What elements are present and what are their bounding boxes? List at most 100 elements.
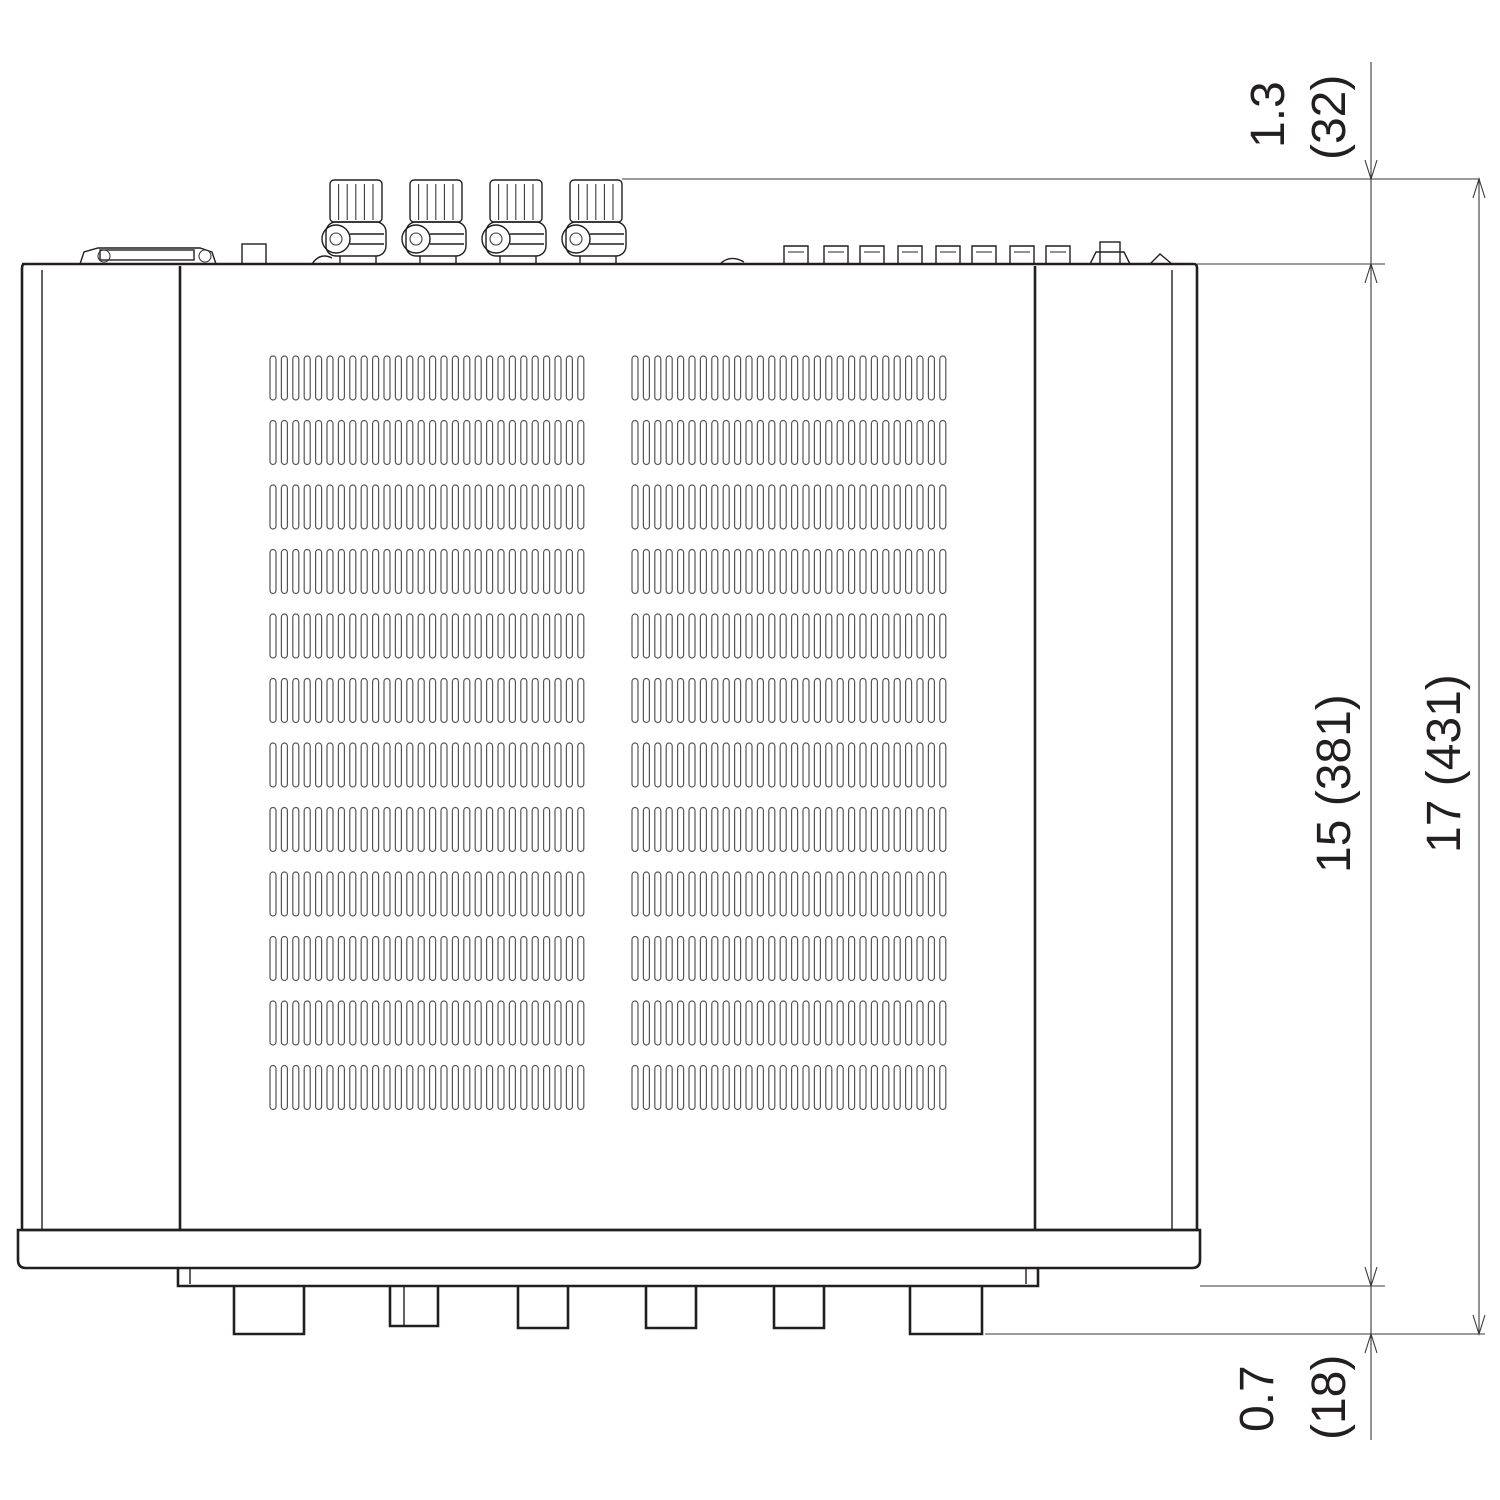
vent-slot [916, 806, 924, 853]
vent-slot [508, 355, 516, 401]
vent-slot [394, 871, 402, 917]
vent-slot [904, 677, 913, 724]
vent-slot [463, 742, 471, 788]
vent-slot [927, 548, 936, 595]
vent-slot [269, 484, 277, 530]
vent-slot [699, 935, 708, 982]
vent-slot [554, 677, 562, 724]
vent-slot [790, 677, 799, 724]
vent-slot [360, 1064, 368, 1111]
vent-slot [360, 935, 368, 982]
vent-slot [577, 677, 585, 724]
vent-slot [916, 742, 924, 788]
vent-slot [520, 935, 528, 982]
vent-slot [676, 548, 685, 595]
vent-slot [631, 677, 639, 724]
vent-slot [542, 871, 551, 917]
vent-slot [916, 355, 924, 401]
vent-slot [394, 548, 402, 595]
vent-slot [779, 419, 787, 466]
vent-slot [577, 548, 585, 595]
vent-slot [531, 742, 539, 788]
vent-slot [554, 1000, 562, 1046]
vent-slot [745, 677, 753, 724]
vent-slot [565, 355, 574, 401]
vent-slot [688, 419, 696, 466]
vent-slot [882, 935, 890, 982]
vent-slot [315, 419, 323, 466]
vent-slot [893, 548, 901, 595]
vent-slot [554, 1064, 562, 1111]
vent-slot [870, 419, 879, 466]
vent-slot [280, 484, 288, 530]
vent-slot [429, 677, 437, 724]
vent-slot [486, 1064, 494, 1111]
vent-slot [836, 484, 844, 530]
vent-slot [429, 1000, 437, 1046]
vent-slot [451, 355, 459, 401]
vent-slot [802, 871, 810, 917]
vent-slot [383, 484, 391, 530]
vent-slot [859, 871, 867, 917]
vent-slot [927, 742, 936, 788]
vent-slot [394, 613, 402, 659]
bottom-protrusion-mm-label: (18) [1303, 1355, 1356, 1440]
vent-slot [383, 806, 391, 853]
vent-slot [813, 871, 822, 917]
vent-slot [665, 613, 673, 659]
vent-slot [882, 806, 890, 853]
vent-slot [497, 419, 505, 466]
vent-slot [349, 1000, 357, 1046]
vent-slot [870, 484, 879, 530]
vent-slot [699, 548, 708, 595]
rear-jack [897, 245, 923, 264]
vent-slot [722, 871, 730, 917]
vent-slot [292, 419, 300, 466]
vent-slot [733, 484, 742, 530]
vent-slot [280, 806, 288, 853]
vent-slot [802, 1000, 810, 1046]
front-knob [232, 1286, 306, 1336]
vent-slot [326, 548, 334, 595]
vent-slot [349, 548, 357, 595]
vent-slot [520, 484, 528, 530]
vent-slot [383, 935, 391, 982]
vent-slot [565, 742, 574, 788]
vent-slot [417, 806, 425, 853]
vent-slot [508, 742, 516, 788]
vent-slot [813, 484, 822, 530]
vent-slot [859, 806, 867, 853]
vent-slot [768, 548, 776, 595]
vent-slot [474, 484, 482, 530]
vent-slot [565, 1064, 574, 1111]
vent-slot [577, 935, 585, 982]
vent-slot [337, 355, 345, 401]
vent-slot [825, 935, 833, 982]
vent-slot [882, 548, 890, 595]
vent-slot [349, 935, 357, 982]
vent-slot [813, 1000, 822, 1046]
vent-slot [337, 935, 345, 982]
vent-slot [474, 742, 482, 788]
vent-slot [847, 1064, 856, 1111]
vent-slot [497, 355, 505, 401]
vent-slot [463, 355, 471, 401]
vent-slot [733, 1064, 742, 1111]
vent-slot [859, 355, 867, 401]
vent-slot [383, 613, 391, 659]
vent-slot [486, 613, 494, 659]
vent-slot [665, 806, 673, 853]
vent-slot [665, 742, 673, 788]
vent-slot [779, 613, 787, 659]
vent-slot [337, 613, 345, 659]
vent-slot [497, 613, 505, 659]
vent-slot [836, 935, 844, 982]
vent-slot [790, 871, 799, 917]
vent-slot [565, 1000, 574, 1046]
vent-slot [565, 419, 574, 466]
vent-slot [508, 871, 516, 917]
vent-slot [733, 742, 742, 788]
vent-slot [280, 548, 288, 595]
vent-slot [711, 677, 719, 724]
vent-slot [665, 484, 673, 530]
